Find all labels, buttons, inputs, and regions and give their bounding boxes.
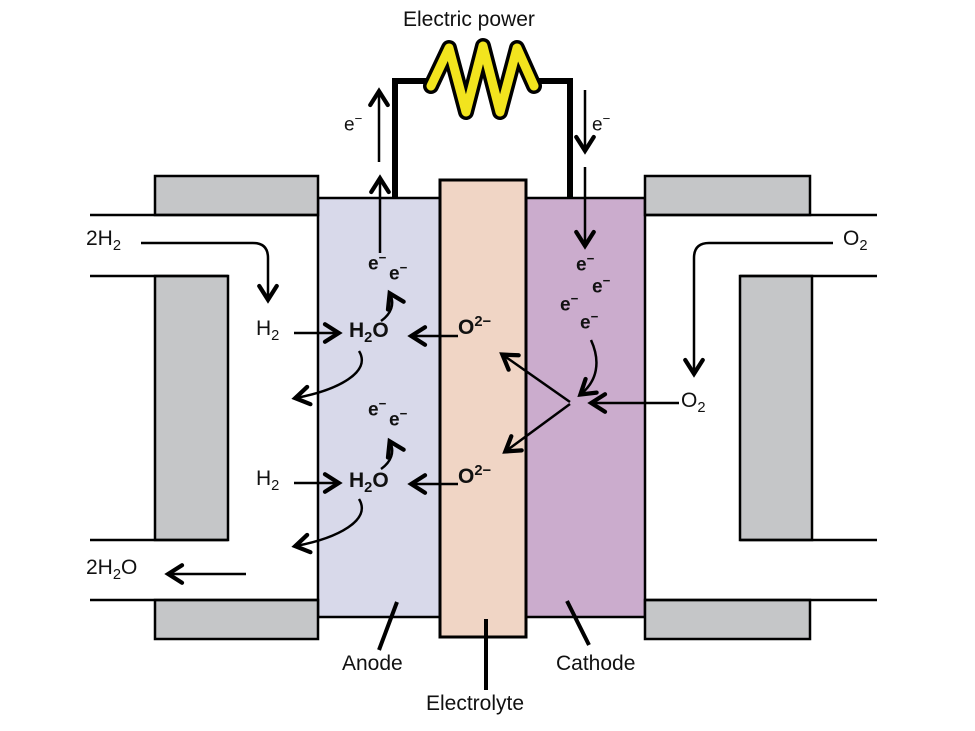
cathode-region: [524, 196, 647, 619]
electron-label-cathode-3: e−: [560, 291, 579, 316]
electrode-block-bottom-left: [153, 598, 320, 641]
circuit-wire-right: [531, 78, 573, 198]
electron-release-arrow-2: [380, 437, 406, 471]
resistor-icon: [426, 41, 539, 117]
oxide-ion-label-2: O2−: [458, 463, 492, 488]
electron-label-anode-1b: e−: [389, 260, 408, 285]
electron-label-anode-1a: e−: [368, 250, 387, 275]
electron-label-cathode-4: e−: [580, 309, 599, 334]
electron-label-right-wire: e−: [592, 111, 611, 136]
electron-release-arrow-1: [380, 289, 406, 323]
water-drain-arrow-1: [291, 350, 363, 407]
hydrogen-label-1: H2: [256, 317, 280, 345]
water-label-2: H2O: [349, 469, 389, 497]
water-outlet-label: 2H2O: [86, 556, 138, 584]
electron-label-anode-2a: e−: [368, 396, 387, 421]
oxygen-label-cathode: O2: [681, 389, 706, 417]
oxygen-inlet-arrow: [683, 241, 833, 378]
electron-label-cathode-1: e−: [576, 251, 595, 276]
electrolyte-caption: Electrolyte: [426, 692, 525, 715]
electrode-block-inner-left: [153, 274, 230, 542]
water-drain-arrow-2: [291, 498, 363, 555]
hydrogen-inlet-arrow: [141, 241, 279, 304]
electrode-block-top-left: [153, 174, 320, 217]
cathode-electron-arrow: [577, 339, 599, 397]
hydrogen-feed-label: 2H2: [86, 227, 122, 255]
cathode-caption: Cathode: [556, 652, 636, 675]
electron-label-cathode-2: e−: [592, 273, 611, 298]
anode-caption: Anode: [342, 652, 403, 675]
circuit-wire-left: [392, 78, 433, 198]
oxygen-feed-label: O2: [843, 227, 868, 255]
hydrogen-label-2: H2: [256, 467, 280, 495]
electric-power-label: Electric power: [403, 8, 535, 31]
oxide-ion-label-1: O2−: [458, 314, 492, 339]
electrode-block-inner-right: [738, 274, 814, 542]
water-label-1: H2O: [349, 319, 389, 347]
electrode-block-top-right: [643, 174, 812, 217]
electrolyte-region: [438, 178, 528, 639]
electrode-block-bottom-right: [643, 598, 812, 641]
junction-to-oxide-arrow-2: [502, 402, 571, 454]
anode-pointer-line: [377, 601, 399, 651]
electron-label-anode-2b: e−: [389, 406, 408, 431]
anode-region: [316, 196, 442, 619]
cathode-pointer-line: [565, 600, 591, 646]
electron-label-left-wire: e−: [344, 111, 363, 136]
junction-to-oxide-arrow-1: [499, 352, 571, 404]
